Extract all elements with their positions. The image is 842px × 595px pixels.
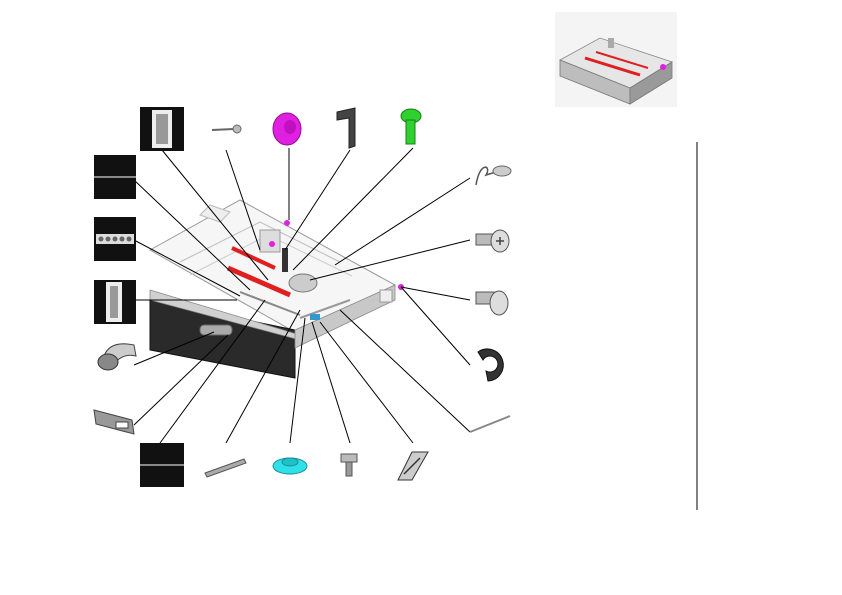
gear-strip-icon[interactable] xyxy=(140,107,184,151)
callout-lines xyxy=(133,147,471,444)
rail-icon[interactable] xyxy=(93,409,135,435)
screw-icon[interactable] xyxy=(475,229,510,253)
label-block-icon[interactable] xyxy=(94,155,136,199)
rod-icon[interactable] xyxy=(469,415,511,433)
label-block-icon[interactable] xyxy=(140,443,184,487)
gear-icon[interactable] xyxy=(272,112,302,146)
tray-overview-thumbnail xyxy=(555,12,677,107)
lever-icon[interactable] xyxy=(204,458,247,478)
e-clip-icon[interactable] xyxy=(477,348,504,382)
stud-icon[interactable] xyxy=(340,453,358,477)
spring-icon[interactable] xyxy=(475,165,512,186)
sensor-flag-icon[interactable] xyxy=(397,451,429,481)
gear-strip-icon[interactable] xyxy=(94,280,136,324)
bracket-icon[interactable] xyxy=(336,107,356,149)
pin-icon[interactable] xyxy=(211,124,242,134)
handle-icon[interactable] xyxy=(97,343,137,371)
rack-strip-icon[interactable] xyxy=(94,217,136,261)
shoulder-screw-icon[interactable] xyxy=(475,290,509,316)
gear-icon[interactable] xyxy=(272,457,308,475)
screw-icon[interactable] xyxy=(400,108,422,145)
paper-tray-assembly xyxy=(148,199,404,379)
